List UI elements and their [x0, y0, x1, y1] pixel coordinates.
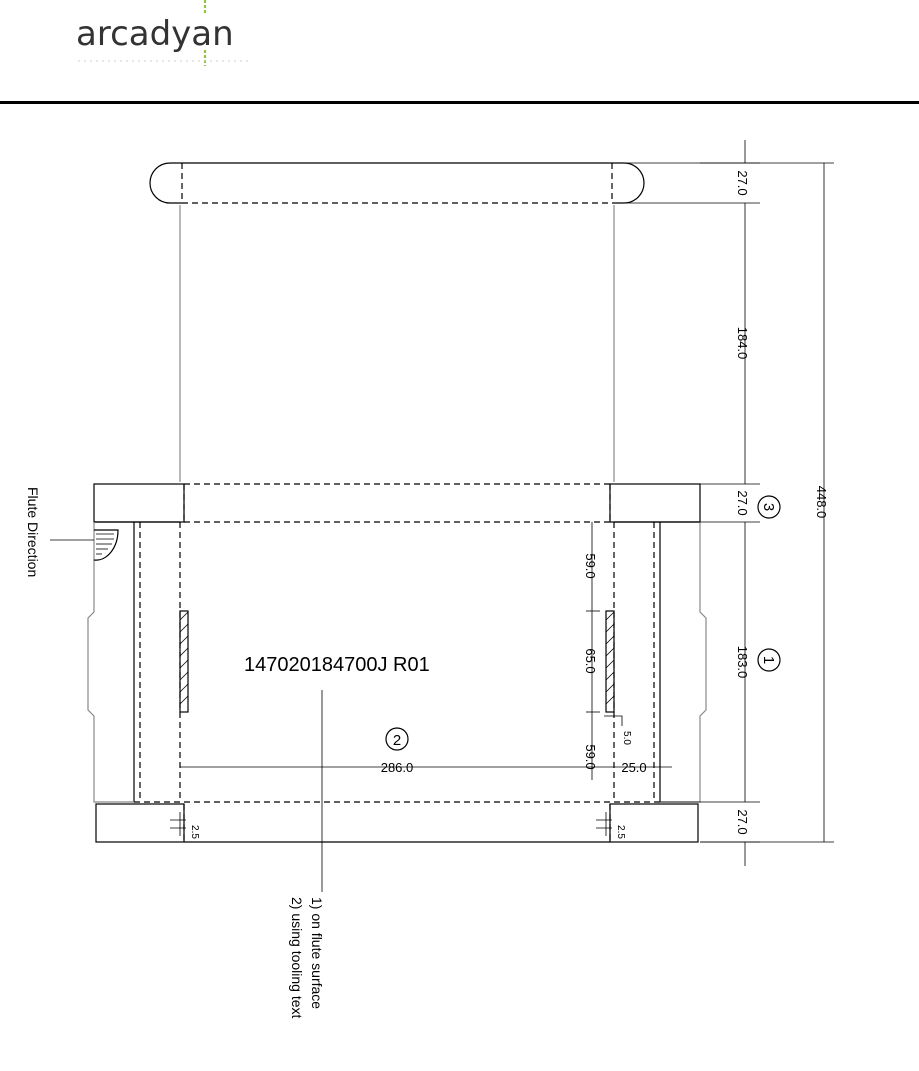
dim-main-panel: 183.0: [735, 646, 750, 679]
dim-total-height: 448.0: [814, 486, 829, 519]
dim-top-flap: 27.0: [735, 170, 750, 195]
dim-slot-top: 59.0: [583, 553, 598, 578]
flute-direction-marker: [94, 530, 118, 560]
top-panel: [180, 205, 614, 482]
marker-1: 1: [760, 656, 777, 664]
dim-corner-left: 2.5: [189, 825, 200, 839]
dim-bottom-flap: 27.0: [735, 809, 750, 834]
dim-side-width: 25.0: [621, 760, 646, 775]
flute-direction-label: Flute Direction: [25, 487, 41, 577]
dim-slot-bottom: 59.0: [583, 744, 598, 769]
dim-width: 286.0: [381, 760, 414, 775]
dim-slot-gap: 5.0: [621, 731, 632, 745]
vertical-dimensions: [618, 140, 834, 866]
dim-top-panel: 184.0: [735, 327, 750, 360]
circled-markers: 3 1 2: [386, 496, 780, 750]
middle-flap: [94, 484, 700, 522]
dimension-labels: 27.0 184.0 27.0 183.0 27.0 448.0 59.0 65…: [189, 170, 829, 839]
note-2: 2) using tooling text: [289, 897, 305, 1019]
dim-corner-right: 2.5: [615, 825, 626, 839]
top-flap: [150, 163, 644, 203]
marker-2: 2: [393, 732, 401, 749]
part-number: 147020184700J R01: [244, 654, 430, 676]
bottom-flap: [96, 804, 698, 842]
marker-3: 3: [760, 503, 777, 511]
note-1: 1) on flute surface: [309, 897, 325, 1009]
dim-slot-length: 65.0: [583, 648, 598, 673]
dim-mid-flap: 27.0: [735, 490, 750, 515]
